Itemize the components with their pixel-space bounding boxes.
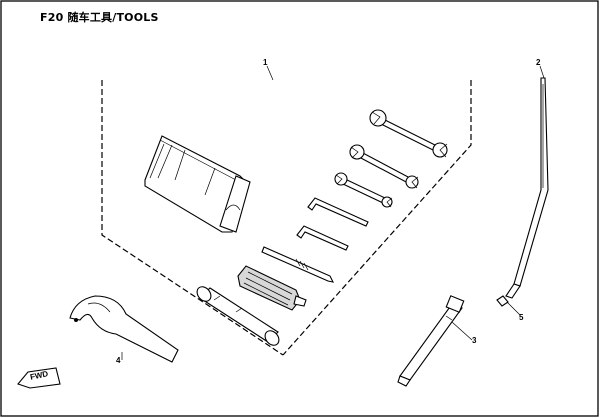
callout-2: 2	[536, 58, 541, 67]
kit-boundary	[101, 80, 472, 356]
extension-rod	[496, 77, 549, 307]
callout-5: 5	[519, 313, 524, 322]
tool-bag	[144, 135, 251, 233]
callout-1: 1	[263, 58, 268, 67]
hex-key-small	[296, 225, 349, 251]
open-end-wrench-large	[369, 109, 448, 158]
page-title: F20 随车工具/TOOLS	[40, 11, 159, 24]
hex-key-large	[307, 197, 369, 227]
hook-spanner	[69, 295, 179, 363]
screwdriver-handle	[237, 265, 307, 311]
leader-lines	[121, 65, 545, 360]
open-end-wrench-medium	[349, 144, 419, 189]
fwd-arrow-icon	[17, 367, 61, 389]
callout-4: 4	[116, 356, 121, 365]
screwdriver	[261, 246, 334, 283]
pressure-gauge	[397, 295, 465, 387]
open-end-wrench-small	[334, 172, 393, 208]
box-spanner	[196, 286, 280, 346]
callout-3: 3	[472, 336, 477, 345]
